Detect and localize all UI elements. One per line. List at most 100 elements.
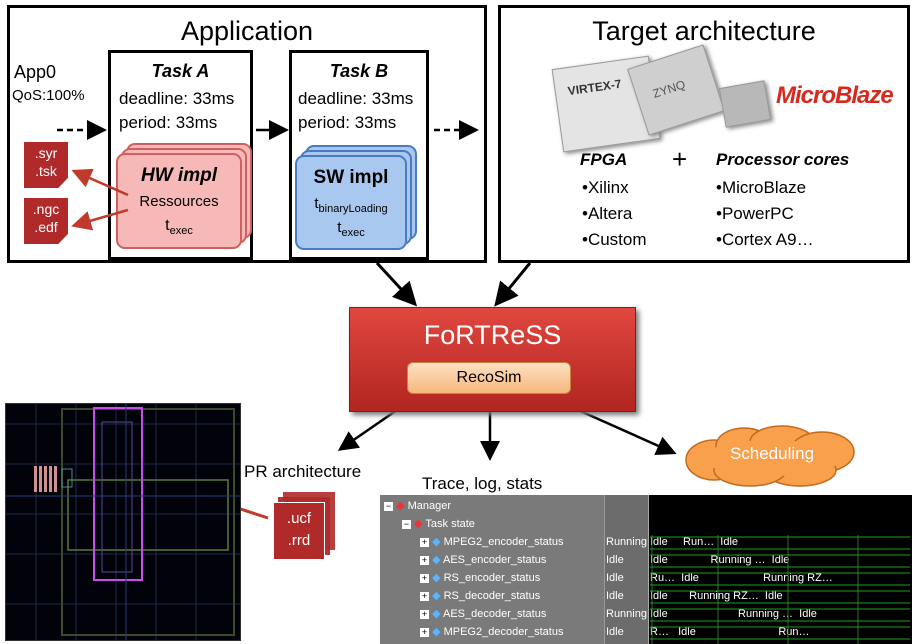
qos-label: QoS:100% (12, 87, 85, 104)
file-syr-tsk: .syr .tsk (24, 142, 68, 188)
fortress-box: FoRTReSS RecoSim (349, 307, 636, 412)
trace-label: Trace, log, stats (422, 474, 543, 493)
plus-sign: + (672, 144, 688, 174)
signal-name: RS_encoder_status (443, 572, 541, 584)
trace-row[interactable]: + ◆ RS_encoder_status Idle Ru… Idle Runn… (420, 569, 912, 587)
diamond-icon: ◆ (396, 500, 405, 512)
file-tsk: .tsk (35, 163, 57, 179)
arrow-core-to-scheduling (577, 408, 677, 456)
signal-wave: Idle Running … Idle (650, 554, 790, 566)
expand-icon[interactable]: + (420, 555, 429, 565)
signal-state: Idle (606, 626, 624, 638)
sw-impl-card: SW impl tbinaryLoading texec (295, 155, 407, 250)
scheduling-label: Scheduling (729, 444, 815, 463)
floorplan-graphic (6, 404, 240, 640)
fortress-title: FoRTReSS (423, 320, 562, 350)
signal-name: AES_decoder_status (442, 608, 547, 620)
trace-row[interactable]: + ◆ AES_encoder_status Idle Idle Running… (420, 551, 912, 569)
task-b-deadline: deadline: 33ms (298, 89, 414, 108)
fpga-heading: FPGA (580, 150, 628, 169)
hw-impl-resources: Ressources (139, 193, 219, 210)
trace-row[interactable]: + ◆ RS_decoder_status Idle Idle Running … (420, 587, 912, 605)
sw-t2-sub: exec (341, 227, 365, 239)
trace-group-row[interactable]: − ◆ Task state (402, 515, 475, 533)
trace-row[interactable]: + ◆ AES_decoder_status Running Idle Runn… (420, 605, 912, 623)
trace-row[interactable]: + ◆ MPEG2_decoder_status Idle R… Idle Ru… (420, 623, 912, 641)
signal-state: Running (606, 608, 647, 620)
recosim-label: RecoSim (456, 369, 522, 386)
trace-root-row[interactable]: − ◆ Manager (384, 497, 451, 515)
signal-icon: ◆ (432, 590, 441, 602)
sw-impl-title: SW impl (313, 167, 389, 188)
trace-wave-pane (648, 495, 912, 644)
task-a-period: period: 33ms (119, 113, 218, 132)
hw-impl-title: HW impl (141, 165, 217, 186)
arrow-core-to-pr (337, 408, 398, 451)
trace-tree-pane (380, 495, 604, 644)
trace-window: − ◆ Manager − ◆ Task state + ◆ MPEG2_enc… (380, 495, 912, 644)
collapse-icon[interactable]: − (384, 501, 393, 511)
sw-t2: t (337, 219, 342, 236)
expand-icon[interactable]: + (420, 627, 429, 637)
collapse-icon[interactable]: − (402, 519, 411, 529)
application-title: Application (180, 16, 314, 46)
scheduling-cloud (685, 425, 855, 487)
trace-row[interactable]: + ◆ MPEG2_encoder_status Running Idle Ru… (420, 533, 912, 551)
file-arrow-2 (71, 208, 129, 231)
task-a-deadline: deadline: 33ms (119, 89, 235, 108)
signal-icon: ◆ (432, 536, 441, 548)
signal-icon: ◆ (432, 572, 441, 584)
arrow-target-to-core (494, 262, 532, 307)
expand-icon[interactable]: + (420, 591, 429, 601)
signal-icon: ◆ (432, 626, 441, 638)
file-arrow-1 (71, 168, 129, 197)
file-ucf: .ucf (286, 510, 312, 527)
sw-t1-sub: binaryLoading (318, 203, 388, 215)
signal-state: Idle (606, 590, 624, 602)
signal-wave: R… Idle Run… (650, 626, 810, 638)
expand-icon[interactable]: + (420, 573, 429, 583)
signal-name: AES_encoder_status (442, 554, 547, 566)
sw-impl-tload: tbinaryLoading (297, 195, 405, 215)
fpga-item-xilinx: •Xilinx (582, 178, 629, 197)
trace-root-label: Manager (407, 500, 452, 512)
fpga-item-altera: •Altera (582, 204, 633, 223)
pr-architecture-label: PR architecture (244, 462, 362, 481)
expand-icon[interactable]: + (420, 537, 429, 547)
proc-item-microblaze: •MicroBlaze (716, 178, 807, 197)
signal-state: Idle (606, 572, 624, 584)
file-edf: .edf (34, 219, 58, 235)
hw-t: t (165, 217, 170, 234)
hw-t-sub: exec (169, 225, 193, 238)
wave-grid (650, 535, 910, 644)
file-syr: .syr (34, 145, 58, 161)
signal-name: RS_decoder_status (443, 590, 541, 602)
file-ngc: .ngc (32, 201, 60, 217)
signal-icon: ◆ (432, 554, 441, 566)
proc-item-cortex: •Cortex A9… (716, 230, 814, 249)
sw-impl-texec: texec (297, 219, 405, 239)
trace-state-pane (604, 495, 649, 644)
task-b-name: Task B (329, 61, 389, 81)
signal-state: Idle (606, 554, 624, 566)
pr-file: .ucf .rrd (273, 502, 325, 560)
signal-icon: ◆ (432, 608, 441, 620)
arrow-app-to-core (375, 261, 418, 307)
expand-icon[interactable]: + (420, 609, 429, 619)
signal-name: MPEG2_decoder_status (443, 626, 564, 638)
task-a-name: Task A (151, 61, 210, 81)
diamond-icon: ◆ (414, 518, 423, 530)
file-rrd: .rrd (287, 532, 311, 549)
proc-item-powerpc: •PowerPC (716, 204, 794, 223)
processor-heading: Processor cores (716, 150, 850, 169)
signal-wave: Ru… Idle Running RZ… (650, 572, 833, 584)
signal-state: Running (606, 536, 647, 548)
signal-wave: Idle Run… Idle (650, 536, 739, 548)
signal-wave: Idle Running RZ… Idle (650, 590, 783, 602)
trace-group-label: Task state (425, 518, 475, 530)
app-name: App0 (14, 62, 57, 82)
file-ngc-edf: .ngc .edf (24, 198, 68, 244)
recosim-box: RecoSim (407, 362, 571, 394)
hw-impl-card: HW impl Ressources texec (116, 153, 242, 249)
